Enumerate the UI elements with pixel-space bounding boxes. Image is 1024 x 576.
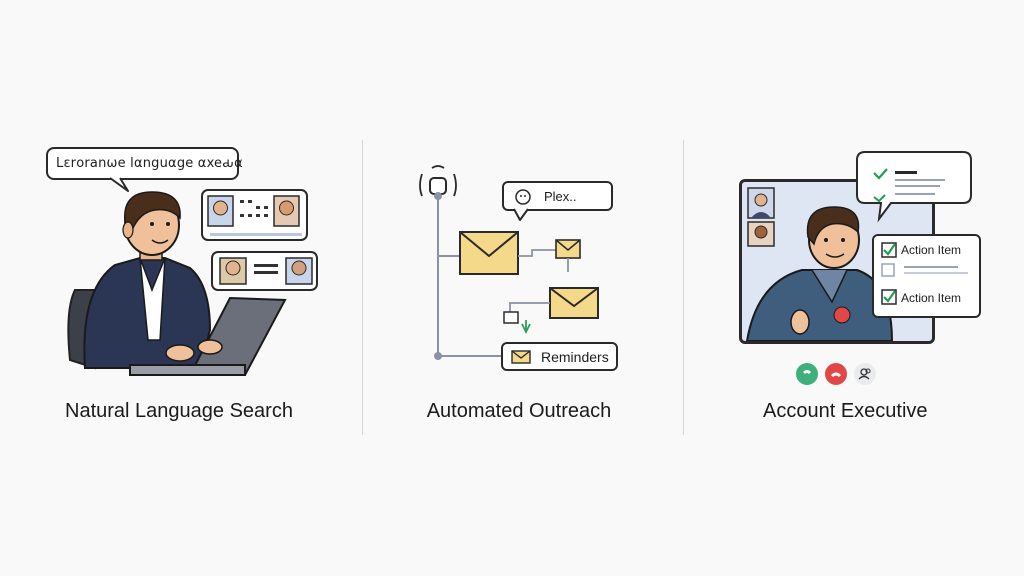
caption-natural-language-search: Natural Language Search	[65, 400, 293, 422]
natural-language-search-illustration	[67, 189, 318, 376]
search-query-bubble-tail	[109, 177, 129, 192]
action-item-placeholder-line-2	[904, 272, 968, 274]
checkbox-checked-icon	[881, 242, 897, 258]
video-call-scene	[745, 187, 894, 341]
search-query-text: Lεrοranωe lαnguαge αxeԃα	[56, 156, 243, 171]
accept-call-button[interactable]	[796, 363, 818, 385]
divider-1	[362, 140, 363, 435]
participants-icon	[858, 368, 871, 380]
action-item-placeholder-line-1	[904, 266, 958, 268]
caption-automated-outreach: Automated Outreach	[426, 400, 612, 422]
reminders-label: Reminders	[541, 349, 609, 365]
checklist-bubble	[856, 151, 972, 223]
action-item-label-2: Action Item	[901, 291, 962, 305]
participant-thumbnail-2	[747, 221, 775, 247]
mic-indicator	[833, 306, 851, 324]
action-items-card: Action Item Action Item	[872, 234, 981, 318]
search-query-bubble: Lεrοranωe lαnguαge αxeԃα	[46, 147, 243, 180]
plex-bubble-text: Plex..	[544, 189, 577, 204]
envelope-icon-main	[459, 231, 519, 275]
end-call-button[interactable]	[825, 363, 847, 385]
search-result-card-1	[201, 189, 308, 241]
end-call-icon	[831, 372, 841, 377]
green-arrow-icon	[521, 320, 531, 335]
plex-face-icon	[515, 189, 531, 205]
laptop-base	[129, 364, 246, 376]
participant-thumbnail-1	[747, 187, 775, 219]
caption-account-executive: Account Executive	[763, 400, 928, 422]
search-result-card-2	[211, 251, 318, 291]
person-shirt	[139, 257, 166, 341]
automated-outreach-illustration	[419, 165, 599, 360]
action-item-label-1: Action Item	[901, 243, 962, 257]
divider-2	[683, 140, 684, 435]
plex-bubble-tail	[513, 208, 529, 221]
document-icon	[503, 311, 519, 324]
checkbox-checked-icon-2	[881, 289, 897, 305]
reminders-badge: Reminders	[501, 342, 618, 371]
plex-bubble: Plex..	[502, 181, 613, 211]
signal-bot-icon	[419, 165, 457, 197]
envelope-icon-small	[555, 239, 581, 259]
checkbox-empty-icon	[881, 263, 895, 277]
accept-call-icon	[803, 370, 811, 374]
envelope-icon-followup	[549, 287, 599, 319]
participants-button[interactable]	[854, 363, 876, 385]
envelope-icon-reminder	[511, 350, 531, 364]
person-hair	[124, 191, 181, 232]
